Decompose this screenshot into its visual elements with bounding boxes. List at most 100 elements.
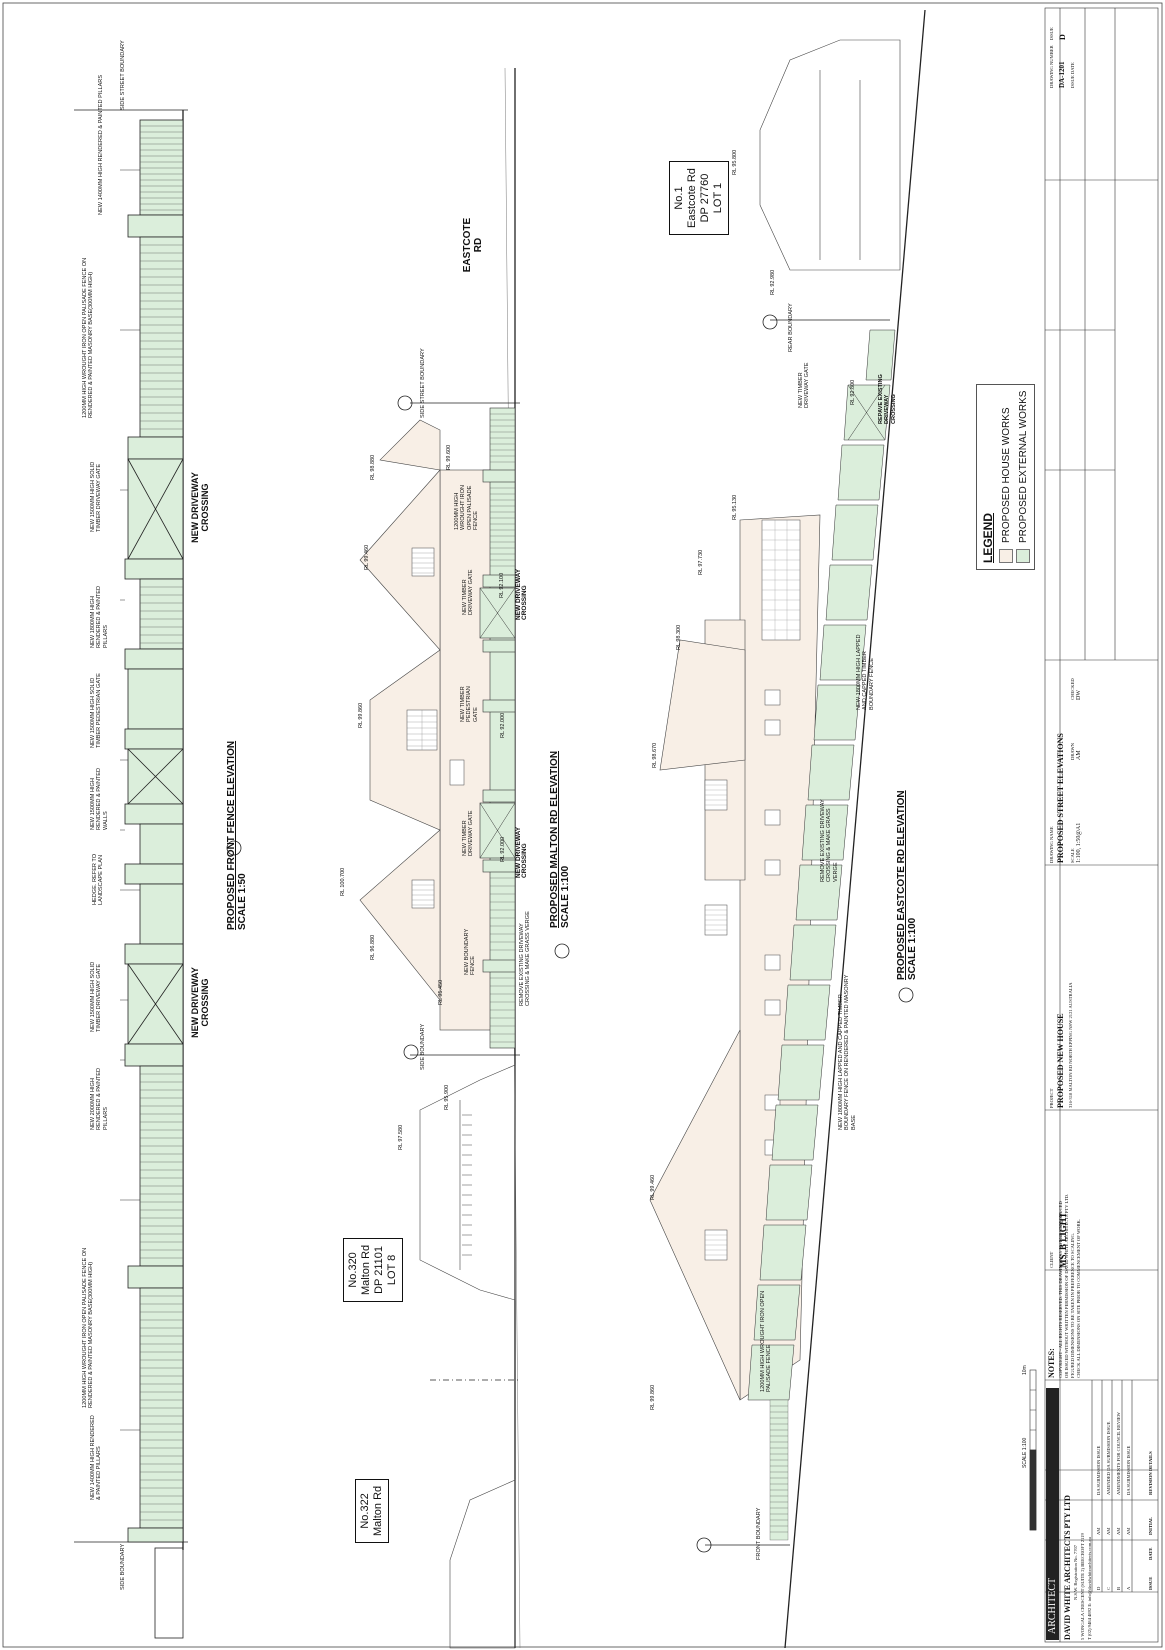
- rev-b-initial: AM: [1116, 1527, 1121, 1535]
- eastcote-rl-3: RL 92.800: [850, 379, 856, 405]
- front-note-10: 1200mm HIGH WROUGHT IRON OPEN PALISADE F…: [82, 1247, 95, 1408]
- malton-note-4: NEW TIMBER PEDESTRIAN GATE: [460, 686, 479, 722]
- neighbour-322-line-1: No.322: [359, 1493, 371, 1529]
- malton-title-text: PROPOSED MALTON RD ELEVATION: [549, 750, 560, 928]
- eastcote-note-3: NEW 1800mm HIGH LAPPED AND CAPPED TIMBER…: [856, 634, 875, 710]
- front-note-7: HEDGE. REFER TO LANDSCAPE PLAN: [92, 853, 105, 905]
- front-note-8: NEW 1500mm HIGH SOLID TIMBER DRIVEWAY GA…: [90, 961, 103, 1032]
- eastcote-rl-8: RL 99.460: [650, 1174, 656, 1200]
- rev-header-initial: INITIAL: [1148, 1516, 1153, 1535]
- drawn-value: AM: [1076, 750, 1082, 760]
- legend-external-row: PROPOSED EXTERNAL WORKS: [1016, 391, 1030, 563]
- eastcote-note-5: NEW 1800mm HIGH LAPPED AND CAPPED TIMBER…: [838, 974, 857, 1130]
- firm-contact: T (02) 9484 4892 E: info@davidwhitearchi…: [1087, 1537, 1092, 1640]
- eastcote-rear-boundary: REAR BOUNDARY: [788, 303, 794, 352]
- malton-rl-4: RL 92.100: [499, 572, 505, 598]
- notes-text-4: CHECK ALL DIMENSIONS ON SITE PRIOR TO CO…: [1076, 1218, 1081, 1378]
- scale-bar-label: SCALE 1:100: [1022, 1437, 1028, 1468]
- malton-rl-1: RL 98.880: [370, 454, 376, 480]
- eastcote-title-text: PROPOSED EASTCOTE RD ELEVATION: [896, 790, 907, 980]
- neighbour-1-line-3: DP 27760: [699, 173, 711, 223]
- eastcote-rl-2: RL 92.980: [770, 269, 776, 295]
- rev-a-initial: AM: [1126, 1527, 1131, 1535]
- neighbour-322-line-2: Malton Rd: [372, 1485, 384, 1536]
- firm-address: 5 WONGALA CRESCENT (SUITE 2) BEECROFT 21…: [1080, 1533, 1085, 1640]
- neighbour-320-line-3: DP 21101: [373, 1245, 385, 1294]
- malton-note-7: NEW BOUNDARY FENCE: [464, 928, 477, 975]
- neighbour-320-line-1: No.320: [347, 1252, 359, 1288]
- eastcote-note-6: 1200mm HIGH WROUGHT IRON OPEN PALISADE F…: [760, 1290, 773, 1392]
- malton-rl-9: RL 96.880: [370, 934, 376, 960]
- front-fence-title: PROPOSED FRONT FENCE ELEVATION SCALE 1:5…: [226, 741, 248, 930]
- malton-rl-8: RL 92.000: [500, 836, 506, 862]
- drawing-number: DA-1201: [1058, 61, 1066, 88]
- client-label: CLIENT: [1049, 1251, 1054, 1268]
- eastcote-rl-6: RL 98.300: [676, 624, 682, 650]
- scale-bar-end: 10m: [1022, 1365, 1028, 1375]
- malton-scale: SCALE 1:100: [560, 865, 571, 928]
- malton-note-8: REMOVE EXISTING DRIVEWAY CROSSING & MAKE…: [519, 911, 532, 1006]
- legend-title: LEGEND: [981, 512, 995, 563]
- eastcote-front-boundary: FRONT BOUNDARY: [756, 1507, 762, 1560]
- malton-rl-12: RL 97.580: [398, 1124, 404, 1150]
- front-fence-title-text: PROPOSED FRONT FENCE ELEVATION: [226, 740, 237, 930]
- front-note-5: NEW 1500mm HIGH SOLID TIMBER PEDESTRIAN …: [90, 673, 103, 748]
- neighbour-1-eastcote-label: No.1 Eastcote Rd DP 27760 LOT 1: [669, 161, 729, 235]
- malton-note-1: 1200mm HIGH WROUGHT IRON OPEN PALISADE F…: [454, 485, 480, 530]
- legend: LEGEND PROPOSED HOUSE WORKS PROPOSED EXT…: [976, 383, 1035, 570]
- front-side-boundary-label: SIDE BOUNDARY: [120, 1543, 126, 1590]
- neighbour-1-line-1: No.1: [673, 186, 685, 210]
- drawn-label: DRAWN: [1070, 743, 1075, 760]
- neighbour-1-line-2: Eastcote Rd: [686, 168, 698, 228]
- project-address: 316-318 MALTON RD NORTH EPPING NSW 2121 …: [1068, 982, 1073, 1108]
- drawing-number-label: DRAWING NUMBER: [1049, 45, 1054, 88]
- rev-a-issue: A: [1126, 1586, 1131, 1590]
- project-label: PROJECT: [1049, 1088, 1054, 1108]
- front-note-11: NEW 1400mm HIGH RENDERED & PAINTED PILLA…: [90, 1415, 103, 1500]
- architect-label: ARCHITECT: [1046, 1388, 1059, 1640]
- front-fence-scale: SCALE 1:50: [237, 873, 248, 930]
- rev-d-issue: D: [1096, 1586, 1101, 1590]
- front-side-street-boundary-label: SIDE STREET BOUNDARY: [120, 40, 126, 110]
- neighbour-322-label: No.322 Malton Rd: [355, 1478, 389, 1543]
- legend-external-label: PROPOSED EXTERNAL WORKS: [1017, 390, 1029, 543]
- eastcote-rd-elevation: [649, 9, 926, 1649]
- malton-note-2: NEW TIMBER DRIVEWAY GATE: [462, 569, 475, 615]
- malton-rl-6: RL 92.000: [500, 712, 506, 738]
- rev-header-issue: ISSUE: [1148, 1576, 1153, 1590]
- rev-c-details: AMENDED DA SUBMISSION ISSUE: [1106, 1421, 1111, 1495]
- front-note-9: NEW 2000mm HIGH RENDERED & PAINTED PILLA…: [90, 1067, 109, 1130]
- malton-note-6: NEW DRIVEWAY CROSSING: [515, 827, 529, 878]
- rev-b-issue: B: [1116, 1586, 1121, 1590]
- malton-side-boundary: SIDE BOUNDARY: [420, 1023, 426, 1070]
- rev-c-initial: AM: [1106, 1527, 1111, 1535]
- issue-label: ISSUE: [1049, 27, 1054, 40]
- neighbour-320-line-4: LOT 8: [386, 1254, 398, 1286]
- legend-external-swatch: [1016, 549, 1030, 563]
- project-name: PROPOSED NEW HOUSE: [1056, 1013, 1065, 1108]
- notes-label: NOTES:: [1047, 1348, 1056, 1378]
- malton-title: PROPOSED MALTON RD ELEVATION SCALE 1:100: [549, 751, 571, 928]
- eastcote-rl-1: RL 95.800: [732, 149, 738, 175]
- nsw-registration: N.S.W. Registration No. 7707: [1073, 1544, 1078, 1600]
- eastcote-title: PROPOSED EASTCOTE RD ELEVATION SCALE 1:1…: [896, 790, 918, 980]
- checked-value: DW: [1076, 690, 1082, 700]
- neighbour-320-label: No.320 Malton Rd DP 21101 LOT 8: [343, 1237, 403, 1302]
- malton-rl-5: RL 99.860: [358, 702, 364, 728]
- issue-value: D: [1058, 34, 1067, 40]
- firm-name: DAVID WHITE ARCHITECTS PTY LTD: [1063, 1495, 1072, 1640]
- malton-rl-7: RL 100.700: [340, 867, 346, 896]
- eastcote-note-4: REMOVE EXISTING DRIVEWAY CROSSING & MAKE…: [820, 799, 839, 882]
- eastcote-street-label: EASTCOTE RD: [462, 217, 484, 273]
- rev-d-details: DA SUBMISSION ISSUE: [1096, 1445, 1101, 1495]
- malton-rl-3: RL 99.460: [364, 544, 370, 570]
- drawing-name-label: DRAWING NAME: [1049, 826, 1054, 863]
- front-note-2: 1200mm HIGH WROUGHT IRON OPEN PALISADE F…: [82, 257, 95, 418]
- notes-text-3: FIGURED DIMENSIONS TO BE TAKEN IN PREFER…: [1070, 1232, 1075, 1378]
- scale-label: SCALE: [1070, 848, 1075, 863]
- rev-header-date: DATE: [1148, 1547, 1153, 1560]
- rev-c-issue: C: [1106, 1586, 1111, 1590]
- eastcote-note-1: NEW TIMBER DRIVEWAY GATE: [798, 362, 811, 408]
